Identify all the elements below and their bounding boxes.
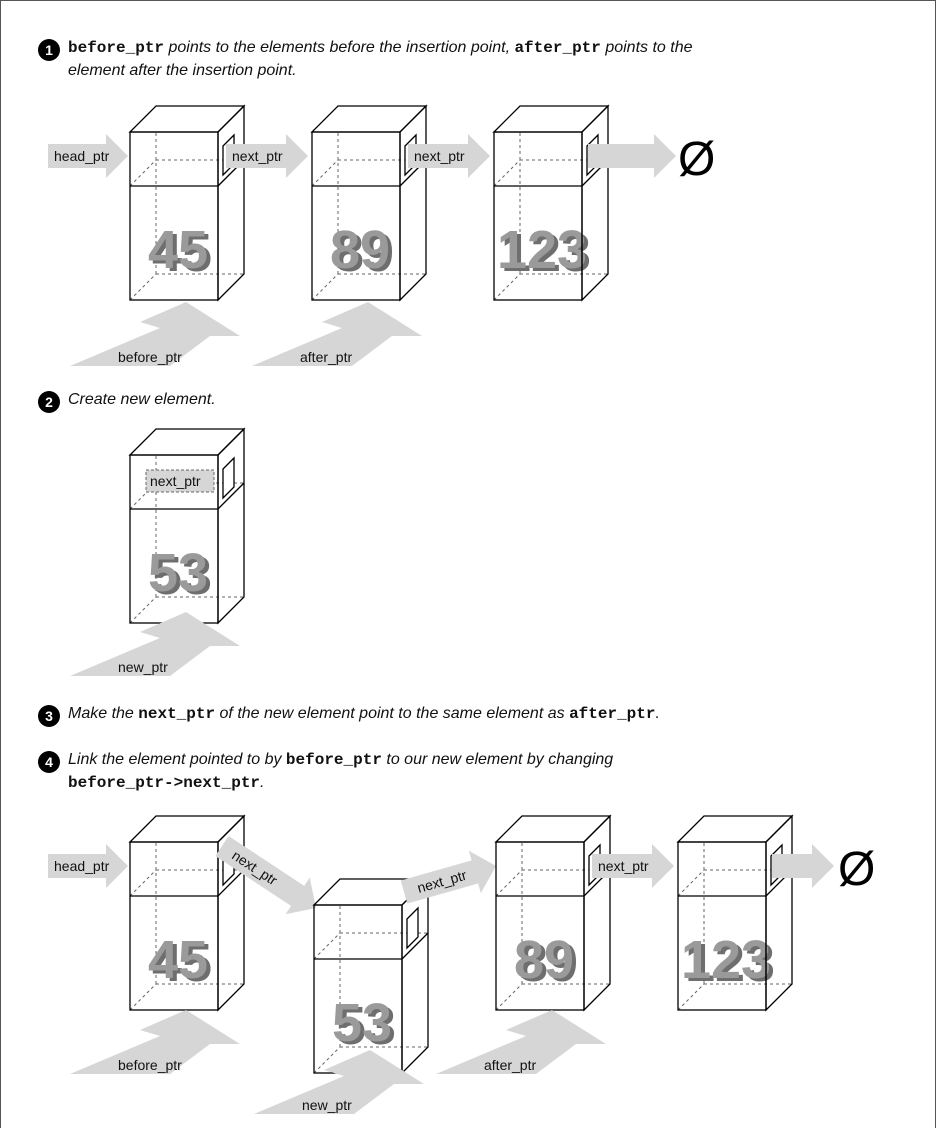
node-value: 45: [148, 930, 208, 990]
box-top: [130, 106, 244, 132]
next-ptr-arrow-1a: next_ptr: [226, 134, 308, 178]
pointer-label: after_ptr: [484, 1057, 536, 1073]
box-side: [400, 106, 426, 300]
pointer-label: before_ptr: [118, 349, 182, 365]
arrow-label: head_ptr: [54, 858, 110, 874]
before-ptr-arrow-3: before_ptr: [70, 1010, 240, 1074]
box-top: [130, 816, 244, 842]
next-ptr-arrow-3b: next_ptr: [398, 845, 502, 913]
node-value: 53: [332, 993, 392, 1053]
hidden-edge: [494, 160, 520, 186]
hidden-edge: [130, 160, 156, 186]
pointer-label: before_ptr: [118, 1057, 182, 1073]
arrow-label: next_ptr: [414, 148, 465, 164]
next-ptr-label-new: next_ptr: [150, 473, 201, 489]
box-top: [494, 106, 608, 132]
head-ptr-arrow-3: head_ptr: [48, 844, 128, 888]
pointer-label: after_ptr: [300, 349, 352, 365]
arrow-label: next_ptr: [598, 858, 649, 874]
next-ptr-arrow-3c: next_ptr: [592, 844, 674, 888]
new-ptr-arrow: new_ptr: [70, 612, 240, 676]
null-symbol-1: Ø: [678, 133, 715, 186]
node-89-b: 8989: [496, 816, 610, 1010]
box-top: [312, 106, 426, 132]
new-ptr-arrow-3: new_ptr: [254, 1050, 424, 1114]
node-value: 89: [330, 220, 390, 280]
arrow-shape: [588, 134, 676, 178]
box-side: [402, 879, 428, 1073]
pointer-label: new_ptr: [118, 659, 168, 675]
node-value: 89: [514, 930, 574, 990]
pointer-label: new_ptr: [302, 1097, 352, 1113]
head-ptr-arrow-1: head_ptr: [48, 134, 128, 178]
box-side: [218, 429, 244, 623]
arrow-label: next_ptr: [232, 148, 283, 164]
after-ptr-arrow-1: after_ptr: [252, 302, 422, 366]
after-ptr-arrow-3: after_ptr: [436, 1010, 606, 1074]
next-ptr-arrow-1b: next_ptr: [408, 134, 490, 178]
next-ptr-slot: [223, 458, 234, 498]
node-value: 45: [148, 220, 208, 280]
hidden-edge: [678, 870, 704, 896]
hidden-edge: [314, 933, 340, 959]
box-side: [584, 816, 610, 1010]
before-ptr-arrow-1: before_ptr: [70, 302, 240, 366]
box-top: [130, 429, 244, 455]
next-ptr-slot: [407, 908, 418, 948]
null-symbol-3: Ø: [838, 843, 875, 896]
box-side: [218, 106, 244, 300]
node-value: 123: [497, 220, 587, 280]
arrow-label: head_ptr: [54, 148, 110, 164]
node-value: 53: [148, 543, 208, 603]
hidden-edge: [130, 870, 156, 896]
box-top: [678, 816, 792, 842]
null-arrow-1: [588, 134, 676, 178]
hidden-edge: [312, 160, 338, 186]
hidden-edge: [496, 870, 522, 896]
box-top: [496, 816, 610, 842]
node-value: 123: [681, 930, 771, 990]
